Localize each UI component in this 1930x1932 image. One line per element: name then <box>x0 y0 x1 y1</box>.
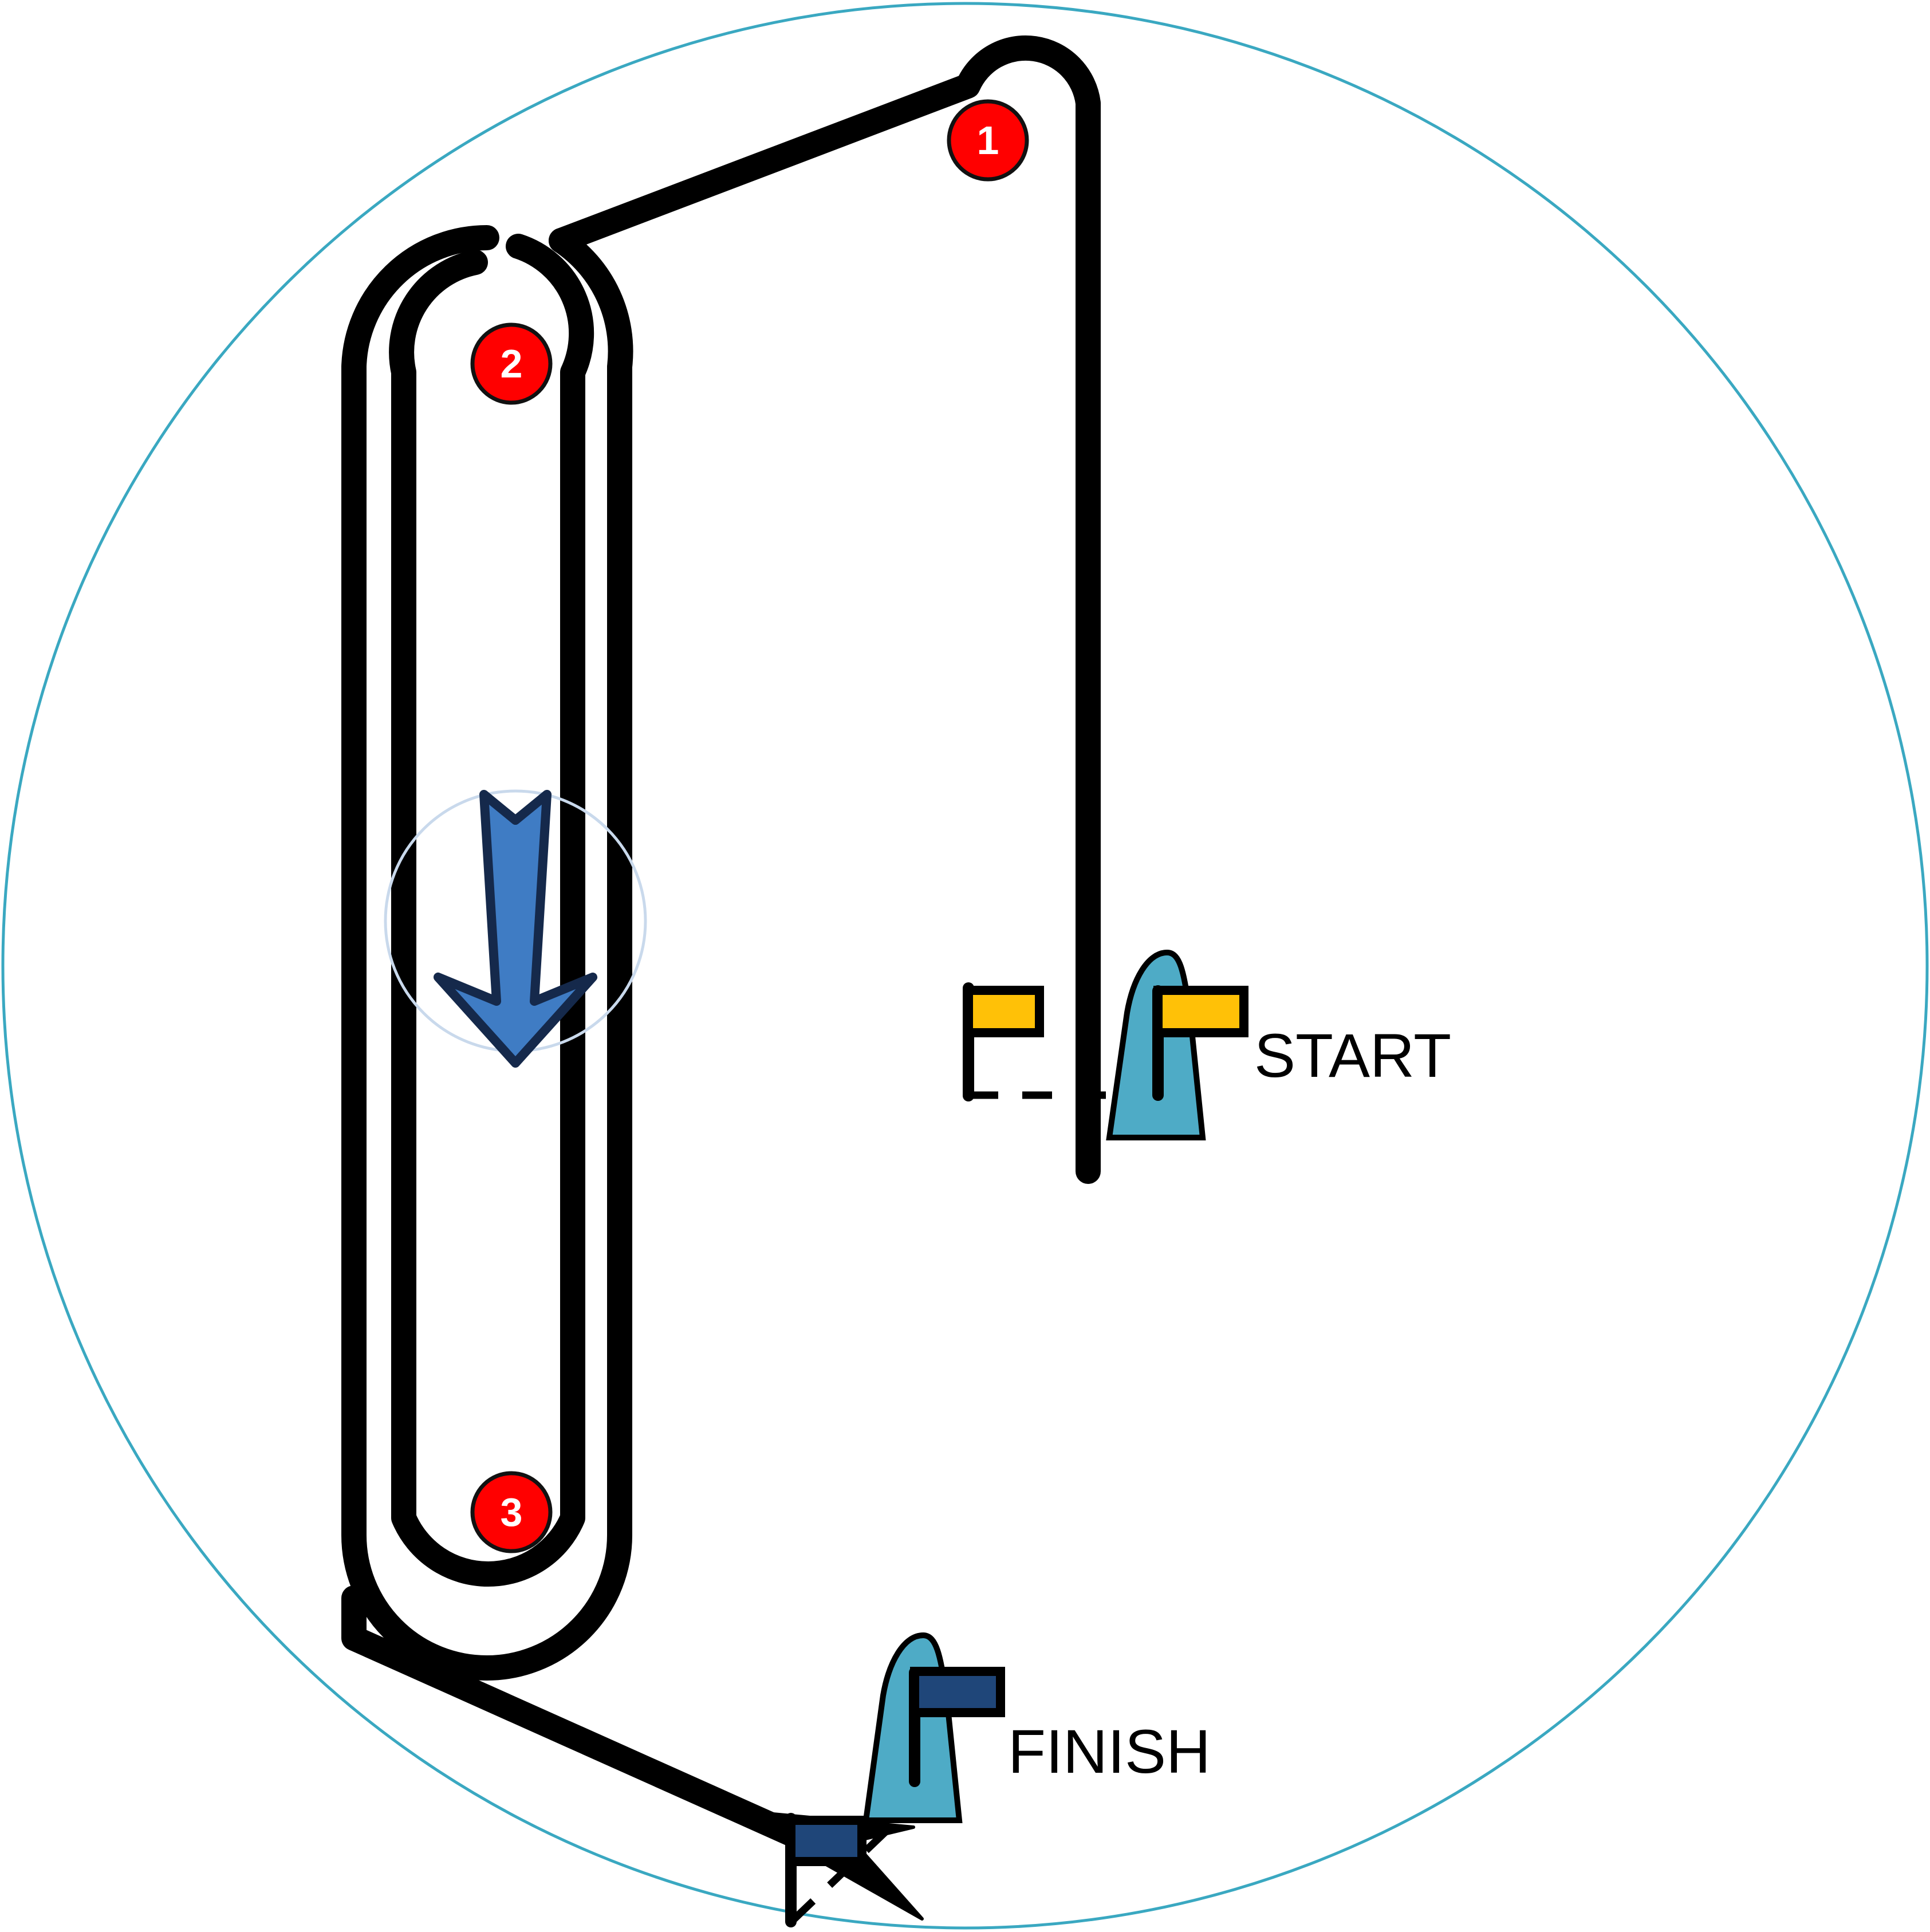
mark-2-label: 2 <box>501 341 523 386</box>
finish-line-group: FINISH <box>728 1632 1211 1927</box>
course-leg-inner-loop <box>389 234 594 1587</box>
start-line-group: START <box>963 949 1451 1140</box>
finish-pin-flag-icon <box>786 1816 866 1866</box>
finish-pin-flag-group <box>785 1813 866 1927</box>
mark-1-group[interactable]: 1 <box>947 99 1029 182</box>
mark-2-group[interactable]: 2 <box>470 322 553 405</box>
wind-arrow-group <box>384 789 647 1068</box>
finish-line-dashes <box>790 1821 896 1923</box>
mark-3-group[interactable]: 3 <box>470 1471 553 1553</box>
mark-1-buoy-icon[interactable] <box>947 99 1029 182</box>
mark-3-buoy-icon[interactable] <box>470 1471 553 1553</box>
course-leg-start-to-mark1 <box>549 35 1101 1184</box>
start-committee-boat-group <box>1106 949 1248 1140</box>
start-label: START <box>1254 1021 1451 1090</box>
finish-label: FINISH <box>1008 1717 1211 1786</box>
wind-direction-arrow-icon <box>434 790 597 1068</box>
finish-committee-boat-group <box>862 1632 1005 1823</box>
mark-1-label: 1 <box>977 118 999 163</box>
start-pin-flag-icon <box>964 986 1044 1037</box>
course-leg-to-finish <box>341 1585 814 1851</box>
course-marks-group: 1 2 3 <box>470 99 1029 1553</box>
course-route <box>341 35 1101 1851</box>
finish-boat-flag-icon <box>910 1667 1005 1717</box>
start-pin-flag-group <box>963 982 1044 1101</box>
mark-2-buoy-icon[interactable] <box>470 322 553 405</box>
course-leg-outer-loop <box>341 225 633 1681</box>
start-boat-flag-icon <box>1153 986 1248 1037</box>
mark-3-label: 3 <box>501 1490 523 1534</box>
